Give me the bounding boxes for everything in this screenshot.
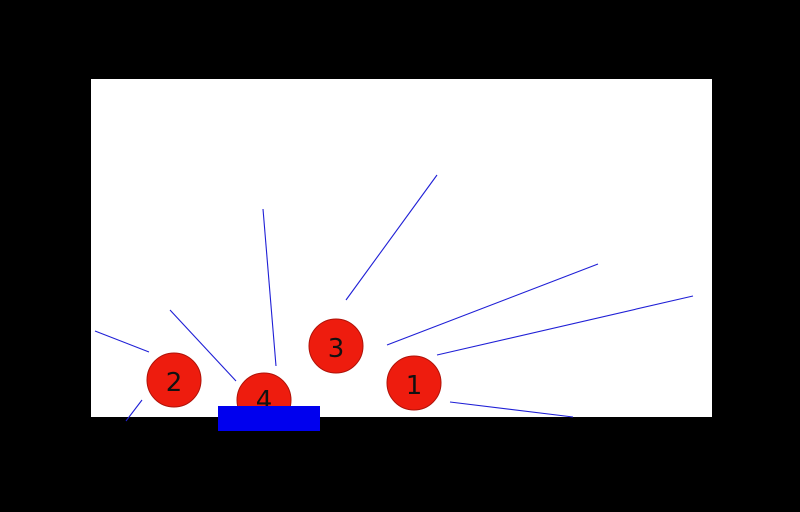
ball-3[interactable]: 3: [308, 318, 364, 374]
aim-line: [262, 208, 277, 367]
aim-line: [436, 295, 694, 356]
ball-2[interactable]: 2: [146, 352, 202, 408]
aim-line: [449, 401, 574, 418]
aim-line: [386, 263, 599, 346]
ball-1[interactable]: 1: [386, 355, 442, 411]
ball-circle: [146, 352, 202, 408]
aim-line: [169, 309, 237, 382]
ball-label: 2: [166, 368, 183, 398]
ball-circle: [386, 355, 442, 411]
ball-label: 1: [406, 371, 423, 401]
aim-line: [345, 174, 438, 301]
aim-line: [125, 399, 143, 422]
aim-line: [94, 330, 150, 353]
ball-circle: [308, 318, 364, 374]
paddle[interactable]: [218, 406, 320, 431]
ball-label: 3: [328, 334, 345, 364]
